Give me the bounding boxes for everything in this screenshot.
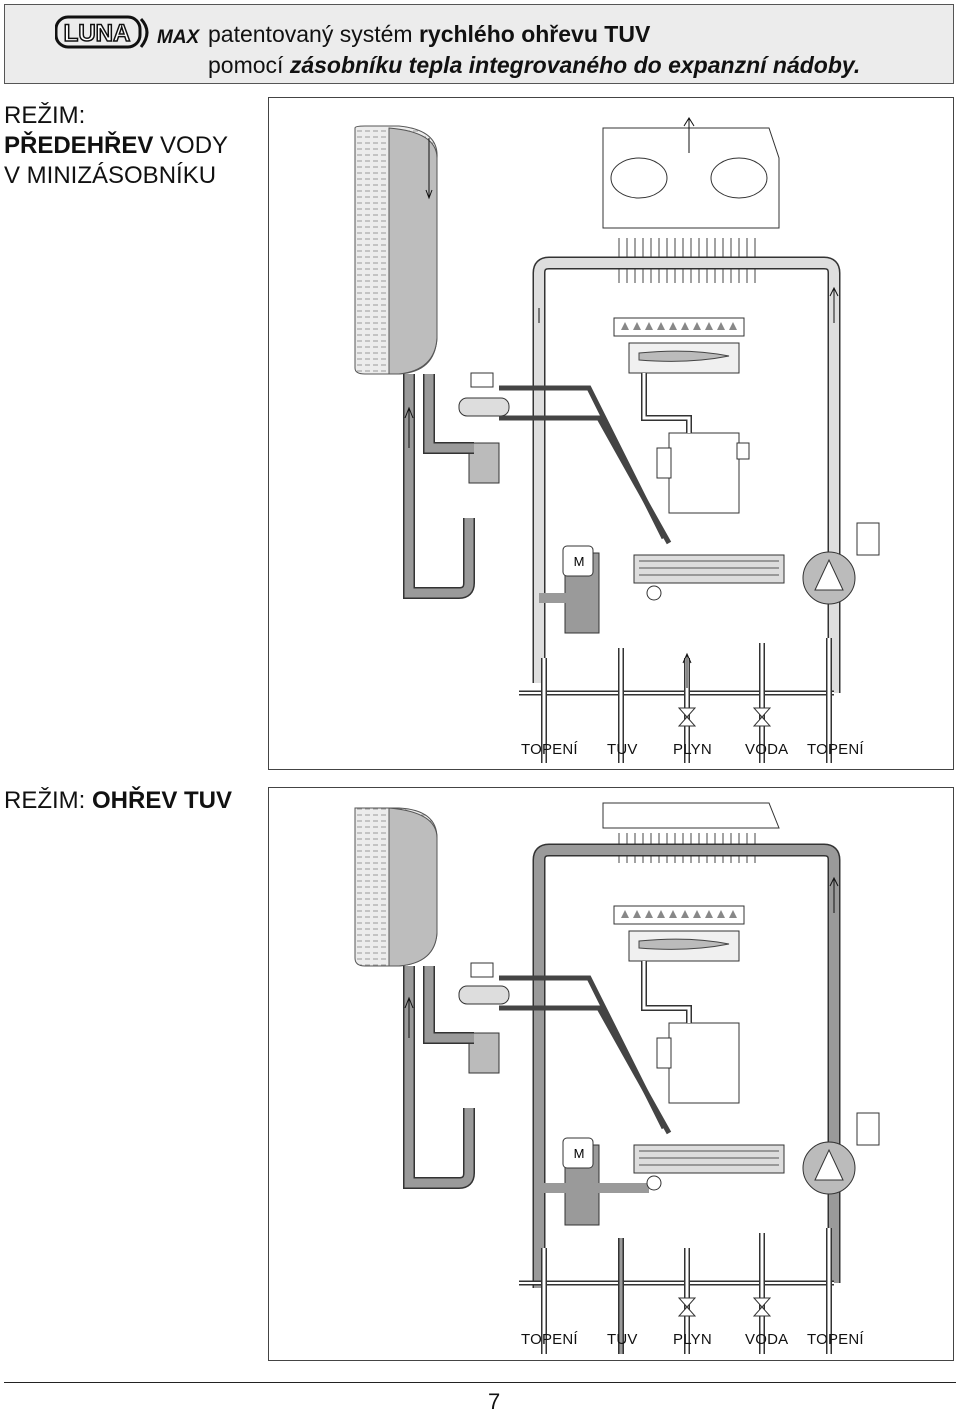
boiler-schematic: M xyxy=(354,117,880,763)
boiler-schematic: M xyxy=(354,802,880,1354)
motor-label: M xyxy=(574,554,585,569)
label-plyn: PLYN xyxy=(673,741,712,758)
label-topeni-right: TOPENÍ xyxy=(807,741,864,758)
mode-title-dhw: REŽIM: OHŘEV TUV xyxy=(4,787,233,814)
label-topeni-right: TOPENÍ xyxy=(807,1331,864,1348)
logo-max: MAX xyxy=(157,27,200,48)
label-tuv: TUV xyxy=(607,741,638,758)
boiler-diagram-preheat: M T xyxy=(268,97,954,770)
label-voda: VODA xyxy=(745,1331,789,1348)
mode-title-preheat: REŽIM: PŘEDEHŘEV VODY V MINIZÁSOBNÍKU xyxy=(4,102,229,189)
label-voda: VODA xyxy=(745,741,789,758)
footer-rule xyxy=(4,1382,956,1383)
label-topeni-left: TOPENÍ xyxy=(521,1331,578,1348)
label-plyn: PLYN xyxy=(673,1331,712,1348)
header-banner: LUNA MAX patentovaný systém rychlého ohř… xyxy=(4,4,954,84)
luna-logo: LUNA xyxy=(54,15,155,51)
motor-label: M xyxy=(574,1146,585,1161)
boiler-diagram-dhw: M TOPENÍ TUV PLYN VODA TO xyxy=(268,787,954,1361)
label-topeni-left: TOPENÍ xyxy=(521,741,578,758)
header-line-2: pomocí zásobníku tepla integrovaného do … xyxy=(208,52,861,78)
label-tuv: TUV xyxy=(607,1331,638,1348)
page-number: 7 xyxy=(488,1389,501,1414)
header-line-1: patentovaný systém rychlého ohřevu TUV xyxy=(208,21,651,47)
svg-text:LUNA: LUNA xyxy=(64,20,131,47)
